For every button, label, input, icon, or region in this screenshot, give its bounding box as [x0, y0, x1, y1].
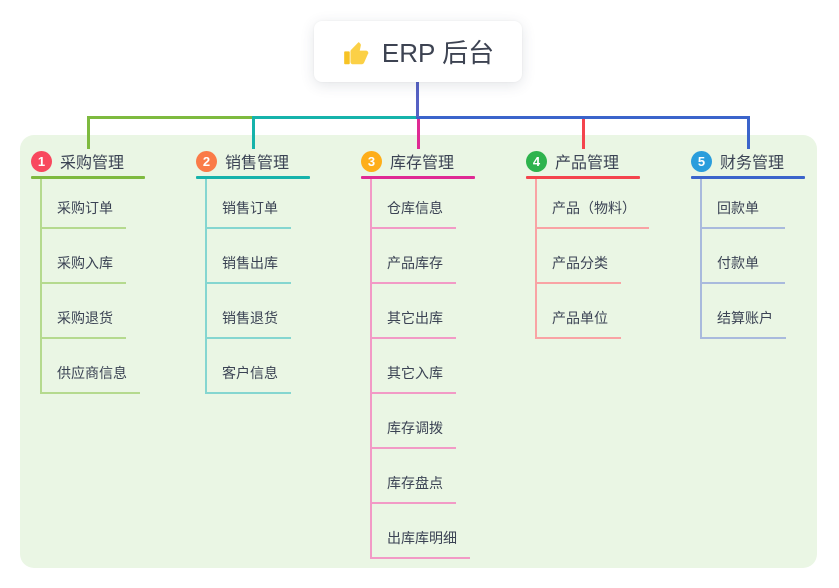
root-node[interactable]: ERP 后台 — [314, 21, 522, 82]
child-item[interactable]: 结算账户 — [702, 284, 786, 339]
branch-heading[interactable]: 1 采购管理 — [31, 148, 191, 174]
child-item[interactable]: 客户信息 — [207, 339, 291, 394]
child-label: 销售订单 — [222, 200, 278, 216]
child-item[interactable]: 产品（物料） — [537, 179, 649, 229]
branch-connector-horizontal — [252, 116, 419, 119]
child-item[interactable]: 采购入库 — [42, 229, 126, 284]
branch-number-badge: 2 — [196, 150, 217, 172]
child-label: 销售退货 — [222, 310, 278, 326]
child-item[interactable]: 产品分类 — [537, 229, 621, 284]
branch-connector-drop — [252, 116, 255, 149]
child-label: 其它入库 — [387, 365, 443, 381]
branch-label: 采购管理 — [60, 155, 125, 172]
child-label: 库存调拨 — [387, 420, 443, 436]
branch-children: 仓库信息 产品库存 其它出库 其它入库 库存调拨 库存盘点 出库库明细 — [370, 179, 470, 559]
branch-underline — [196, 176, 310, 179]
child-item[interactable]: 回款单 — [702, 179, 785, 229]
child-item[interactable]: 采购订单 — [42, 179, 126, 229]
child-item[interactable]: 仓库信息 — [372, 179, 456, 229]
child-item[interactable]: 采购退货 — [42, 284, 126, 339]
child-item[interactable]: 供应商信息 — [42, 339, 140, 394]
child-label: 结算账户 — [717, 310, 773, 326]
branch-connector-drop — [582, 116, 585, 149]
child-label: 采购订单 — [57, 200, 113, 216]
branch-heading[interactable]: 3 库存管理 — [361, 148, 521, 174]
child-item[interactable]: 其它入库 — [372, 339, 456, 394]
child-label: 采购退货 — [57, 310, 113, 326]
child-label: 产品分类 — [552, 255, 608, 271]
branch-connector-drop — [87, 116, 90, 149]
child-item[interactable]: 产品单位 — [537, 284, 621, 339]
branch-heading[interactable]: 2 销售管理 — [196, 148, 356, 174]
branch-underline — [31, 176, 145, 179]
branch-heading[interactable]: 5 财务管理 — [691, 148, 839, 174]
child-label: 产品库存 — [387, 255, 443, 271]
child-label: 供应商信息 — [57, 365, 127, 381]
child-label: 产品（物料） — [552, 200, 636, 216]
branch-connector-drop — [747, 116, 750, 149]
child-label: 付款单 — [717, 255, 759, 271]
root-connector-line — [416, 81, 419, 117]
branch-underline — [526, 176, 640, 179]
branch: 2 销售管理 销售订单 销售出库 销售退货 客户信息 — [196, 148, 356, 394]
branch: 3 库存管理 仓库信息 产品库存 其它出库 其它入库 库存调拨 库存盘点 出库库… — [361, 148, 521, 559]
branch: 4 产品管理 产品（物料） 产品分类 产品单位 — [526, 148, 686, 339]
child-item[interactable]: 出库库明细 — [372, 504, 470, 559]
branch: 5 财务管理 回款单 付款单 结算账户 — [691, 148, 839, 339]
branch-children: 回款单 付款单 结算账户 — [700, 179, 786, 339]
child-label: 回款单 — [717, 200, 759, 216]
child-item[interactable]: 付款单 — [702, 229, 785, 284]
branch-number-badge: 1 — [31, 150, 52, 172]
thumbs-up-icon — [342, 39, 371, 68]
child-label: 客户信息 — [222, 365, 278, 381]
child-item[interactable]: 销售退货 — [207, 284, 291, 339]
branch-children: 采购订单 采购入库 采购退货 供应商信息 — [40, 179, 140, 394]
child-item[interactable]: 库存盘点 — [372, 449, 456, 504]
branch-number-badge: 5 — [691, 150, 712, 172]
branch-connector-horizontal — [416, 116, 750, 119]
child-label: 其它出库 — [387, 310, 443, 326]
branch-number-badge: 3 — [361, 150, 382, 172]
child-label: 仓库信息 — [387, 200, 443, 216]
child-item[interactable]: 其它出库 — [372, 284, 456, 339]
child-label: 采购入库 — [57, 255, 113, 271]
branches-panel — [20, 135, 817, 568]
child-label: 出库库明细 — [387, 530, 457, 546]
child-label: 产品单位 — [552, 310, 608, 326]
branch-connector-drop — [417, 116, 420, 149]
branch-label: 产品管理 — [555, 155, 620, 172]
child-label: 库存盘点 — [387, 475, 443, 491]
branch-label: 销售管理 — [225, 155, 290, 172]
child-item[interactable]: 产品库存 — [372, 229, 456, 284]
branch-heading[interactable]: 4 产品管理 — [526, 148, 686, 174]
child-item[interactable]: 销售订单 — [207, 179, 291, 229]
branch-label: 库存管理 — [390, 155, 455, 172]
child-item[interactable]: 库存调拨 — [372, 394, 456, 449]
branch-children: 销售订单 销售出库 销售退货 客户信息 — [205, 179, 291, 394]
branch-label: 财务管理 — [720, 155, 785, 172]
root-title: ERP 后台 — [381, 38, 495, 68]
branch-underline — [691, 176, 805, 179]
branch-number-badge: 4 — [526, 150, 547, 172]
branch-underline — [361, 176, 475, 179]
branch: 1 采购管理 采购订单 采购入库 采购退货 供应商信息 — [31, 148, 191, 394]
branch-children: 产品（物料） 产品分类 产品单位 — [535, 179, 649, 339]
child-item[interactable]: 销售出库 — [207, 229, 291, 284]
child-label: 销售出库 — [222, 255, 278, 271]
